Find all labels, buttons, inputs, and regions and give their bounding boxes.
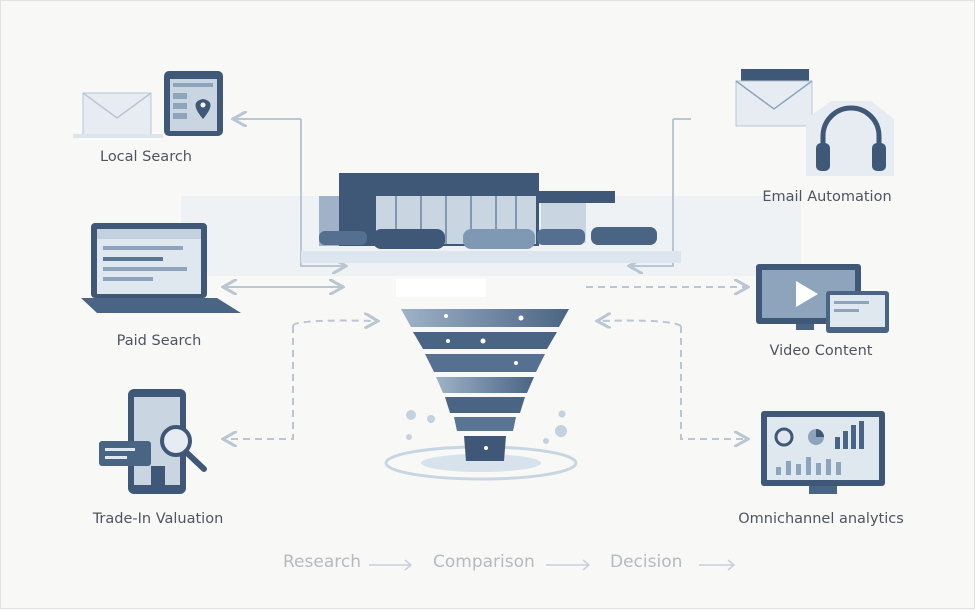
label-video-content: Video Content [769, 343, 873, 359]
dealership-illustration [301, 173, 681, 297]
journey-step-decision: Decision [610, 552, 683, 572]
phone-valuation-icon [99, 389, 186, 494]
tablet-map-icon [164, 71, 223, 136]
label-trade-in-valuation: Trade-In Valuation [92, 511, 224, 527]
envelope-icon [73, 92, 163, 138]
label-local-search: Local Search [99, 149, 193, 165]
laptop-icon [81, 223, 241, 313]
label-omnichannel-analytics: Omnichannel analytics [738, 511, 904, 527]
connector-trade-in [225, 326, 294, 439]
analytics-dashboard-icon [761, 411, 885, 494]
journey-step-comparison: Comparison [433, 552, 535, 572]
magnifier-icon [160, 425, 207, 472]
journey-step-research: Research [283, 552, 361, 572]
email-envelope-icon [735, 69, 813, 127]
video-monitor-icon [756, 264, 889, 333]
headphones-icon [806, 101, 894, 176]
label-paid-search: Paid Search [116, 333, 202, 349]
connectors [225, 119, 746, 439]
connector-email [631, 118, 691, 266]
journey-arrows [369, 559, 736, 571]
connector-analytics [599, 321, 682, 326]
label-email-automation: Email Automation [762, 189, 892, 205]
funnel-illustration [384, 309, 578, 481]
